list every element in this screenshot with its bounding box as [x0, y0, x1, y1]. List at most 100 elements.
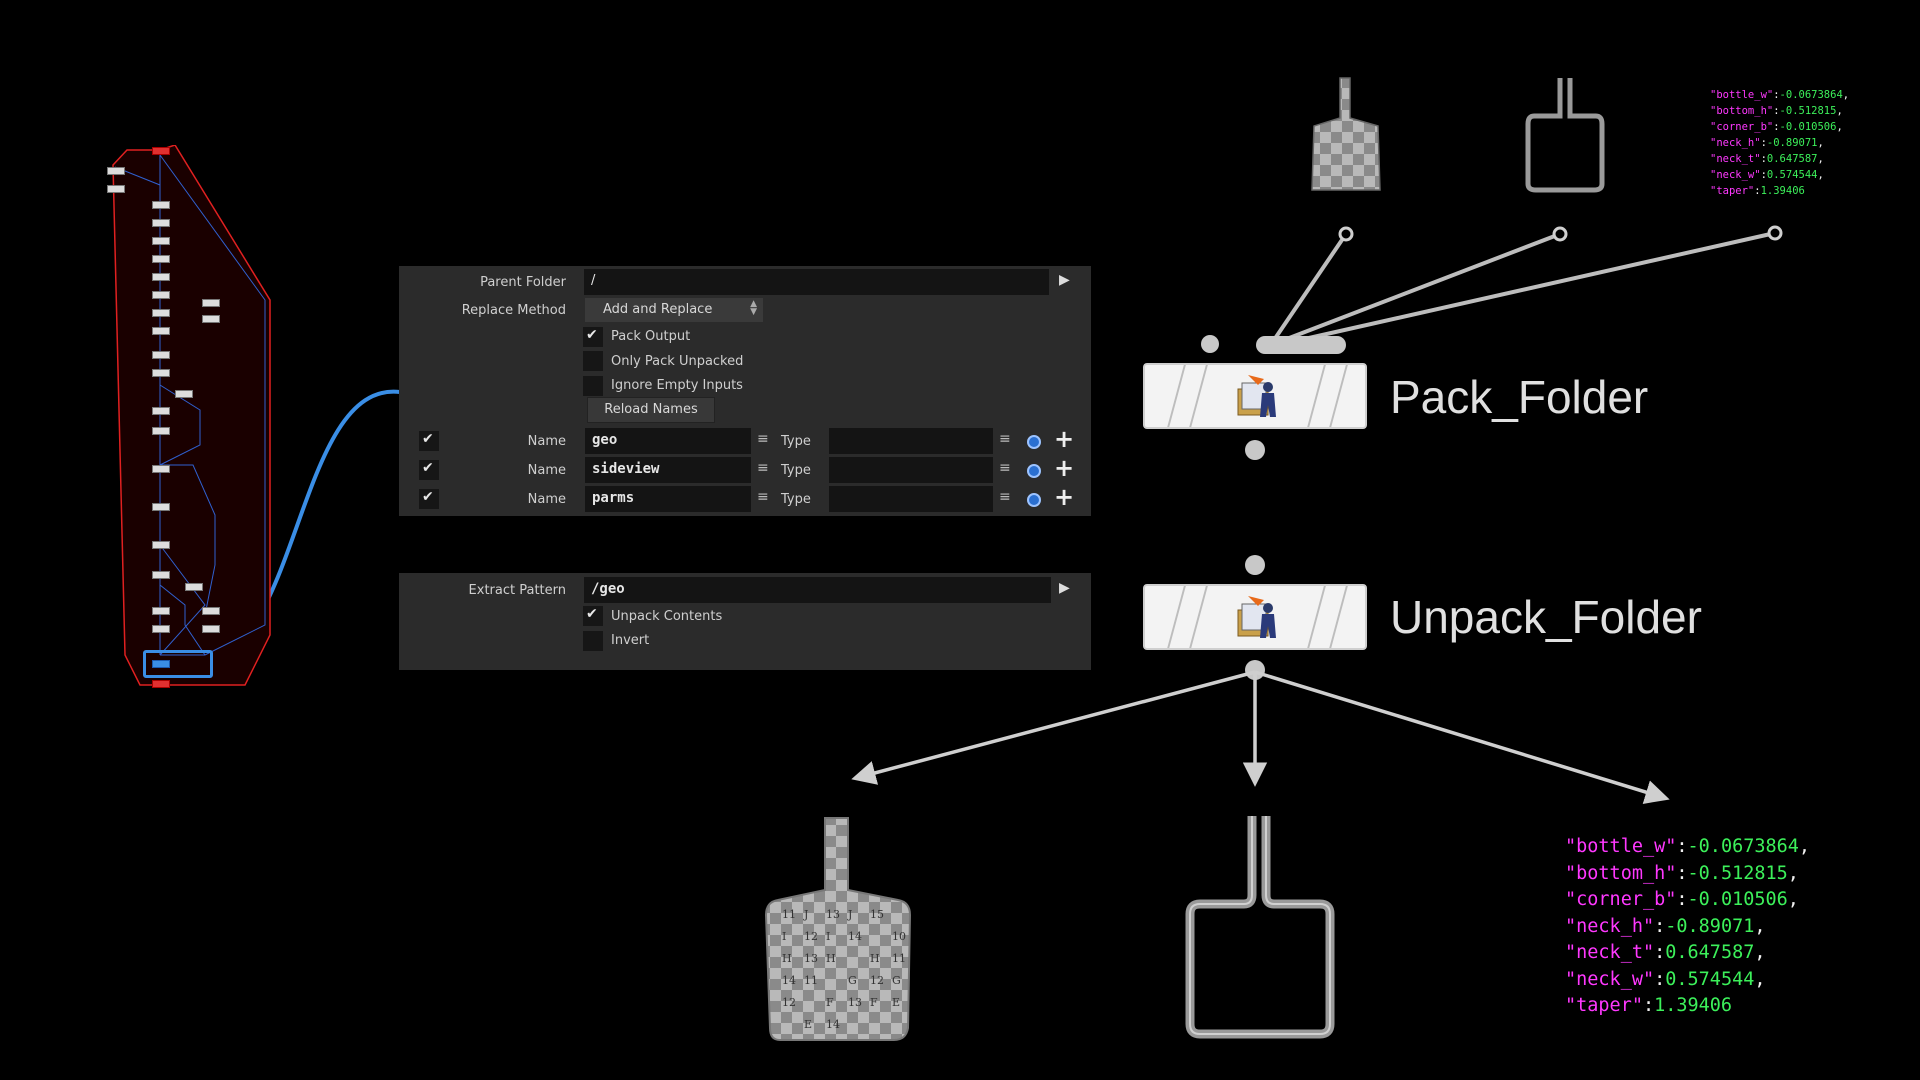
invert-checkbox[interactable]	[583, 631, 603, 651]
checker-label: F	[870, 996, 878, 1009]
parm-line: "neck_w":0.574544,	[1710, 167, 1849, 183]
parm-separator: ,	[1836, 105, 1843, 117]
minimap-wires	[112, 144, 271, 686]
pack-side-input[interactable]	[1201, 335, 1219, 353]
name-field[interactable]: parms	[585, 486, 751, 512]
parent-folder-jump-icon[interactable]: ▶	[1059, 272, 1070, 288]
unpack-folder-icon	[1237, 596, 1276, 638]
checker-label: 14	[826, 1018, 840, 1031]
type-field[interactable]	[829, 457, 993, 483]
name-field[interactable]: sideview	[585, 457, 751, 483]
type-label: Type	[781, 463, 811, 478]
parm-value: 1.39406	[1654, 995, 1733, 1016]
parm-colon: :	[1654, 915, 1666, 937]
parm-separator: ,	[1817, 153, 1824, 165]
add-icon[interactable]: +	[1054, 425, 1075, 453]
unpack-folder-node[interactable]	[1143, 584, 1367, 650]
pack-output-label: Pack Output	[611, 329, 691, 344]
checker-label: 12	[804, 930, 818, 943]
parm-key: "neck_w"	[1565, 968, 1655, 990]
parm-separator: ,	[1754, 915, 1766, 937]
parm-line: "bottom_h":-0.512815,	[1710, 103, 1849, 119]
parm-value: -0.512815	[1687, 862, 1788, 884]
list-icon[interactable]: ≡	[999, 489, 1011, 505]
wire-endpoint-circles	[1338, 225, 1783, 242]
parm-separator: ,	[1842, 89, 1850, 101]
parm-line: "taper":1.39406	[1565, 993, 1810, 1020]
parm-value: -0.0673864	[1687, 836, 1799, 857]
parm-colon: :	[1654, 942, 1666, 963]
replace-method-menu[interactable]: Add and Replace ▲▼	[585, 298, 763, 322]
reload-names-button[interactable]: Reload Names	[587, 397, 715, 423]
checker-label: H	[826, 952, 836, 965]
bottom-sideview-preview	[1185, 816, 1335, 1039]
type-field[interactable]	[829, 486, 993, 512]
parm-separator: ,	[1754, 968, 1766, 990]
extract-pattern-label: Extract Pattern	[468, 583, 566, 598]
parm-separator: ,	[1787, 889, 1799, 910]
pack-output-checkbox[interactable]	[583, 327, 603, 347]
parm-separator: ,	[1787, 862, 1799, 884]
checker-label: 14	[782, 974, 796, 987]
parm-key: "neck_h"	[1710, 137, 1761, 149]
name-label: Name	[527, 463, 566, 478]
parm-line: "neck_h":-0.89071,	[1565, 914, 1810, 941]
checker-label: 10	[892, 930, 906, 943]
parm-key: "corner_b"	[1710, 121, 1774, 133]
parm-colon: :	[1754, 185, 1761, 197]
eye-icon[interactable]	[1027, 464, 1041, 478]
checker-label: 11	[782, 908, 796, 921]
parm-colon: :	[1642, 995, 1655, 1016]
type-field[interactable]	[829, 428, 993, 454]
pack-merge-input-bar[interactable]	[1256, 336, 1346, 354]
list-icon[interactable]: ≡	[757, 431, 769, 447]
type-label: Type	[781, 434, 811, 449]
parm-line: "bottle_w":-0.0673864,	[1710, 87, 1849, 103]
pack-output-port[interactable]	[1245, 440, 1265, 460]
checker-label: 15	[870, 908, 884, 921]
ignore-empty-inputs-label: Ignore Empty Inputs	[611, 378, 743, 393]
parm-value: 0.647587	[1665, 942, 1755, 963]
parm-key: "bottom_h"	[1565, 862, 1677, 884]
parm-separator: ,	[1817, 169, 1824, 181]
list-icon[interactable]: ≡	[757, 460, 769, 476]
row-enable-checkbox[interactable]	[419, 489, 439, 509]
name-label: Name	[527, 434, 566, 449]
only-pack-unpacked-checkbox[interactable]	[583, 351, 603, 371]
checker-label: G	[848, 974, 857, 987]
unpack-contents-checkbox[interactable]	[583, 606, 603, 626]
eye-icon[interactable]	[1027, 435, 1041, 449]
parm-key: "taper"	[1565, 995, 1643, 1016]
name-field[interactable]: geo	[585, 428, 751, 454]
parm-colon: :	[1654, 968, 1666, 990]
add-icon[interactable]: +	[1054, 483, 1075, 511]
ignore-empty-inputs-checkbox[interactable]	[583, 376, 603, 396]
row-enable-checkbox[interactable]	[419, 460, 439, 480]
pack-input-wires	[1272, 231, 1776, 342]
parent-folder-field[interactable]: /	[584, 269, 1049, 295]
parm-key: "neck_t"	[1565, 942, 1655, 963]
checker-label: J	[803, 908, 808, 921]
only-pack-unpacked-label: Only Pack Unpacked	[611, 354, 744, 369]
list-icon[interactable]: ≡	[757, 489, 769, 505]
checker-label: 11	[892, 952, 906, 965]
unpack-folder-node-label: Unpack_Folder	[1390, 591, 1702, 643]
eye-icon[interactable]	[1027, 493, 1041, 507]
extract-pattern-field[interactable]: /geo	[584, 577, 1051, 603]
pack-folder-node[interactable]	[1143, 363, 1367, 429]
list-icon[interactable]: ≡	[999, 431, 1011, 447]
extract-pattern-jump-icon[interactable]: ▶	[1059, 580, 1070, 596]
top-geo-preview	[1311, 77, 1381, 191]
unpack-input-port[interactable]	[1245, 555, 1265, 575]
parm-value: -0.010506	[1687, 889, 1788, 910]
parm-key: "bottle_w"	[1565, 836, 1677, 857]
checker-label: 13	[826, 908, 840, 921]
checker-label: H	[782, 952, 792, 965]
row-enable-checkbox[interactable]	[419, 431, 439, 451]
checker-label: F	[826, 996, 834, 1009]
parm-line: "neck_t":0.647587,	[1710, 151, 1849, 167]
network-minimap[interactable]	[105, 144, 275, 690]
add-icon[interactable]: +	[1054, 454, 1075, 482]
list-icon[interactable]: ≡	[999, 460, 1011, 476]
